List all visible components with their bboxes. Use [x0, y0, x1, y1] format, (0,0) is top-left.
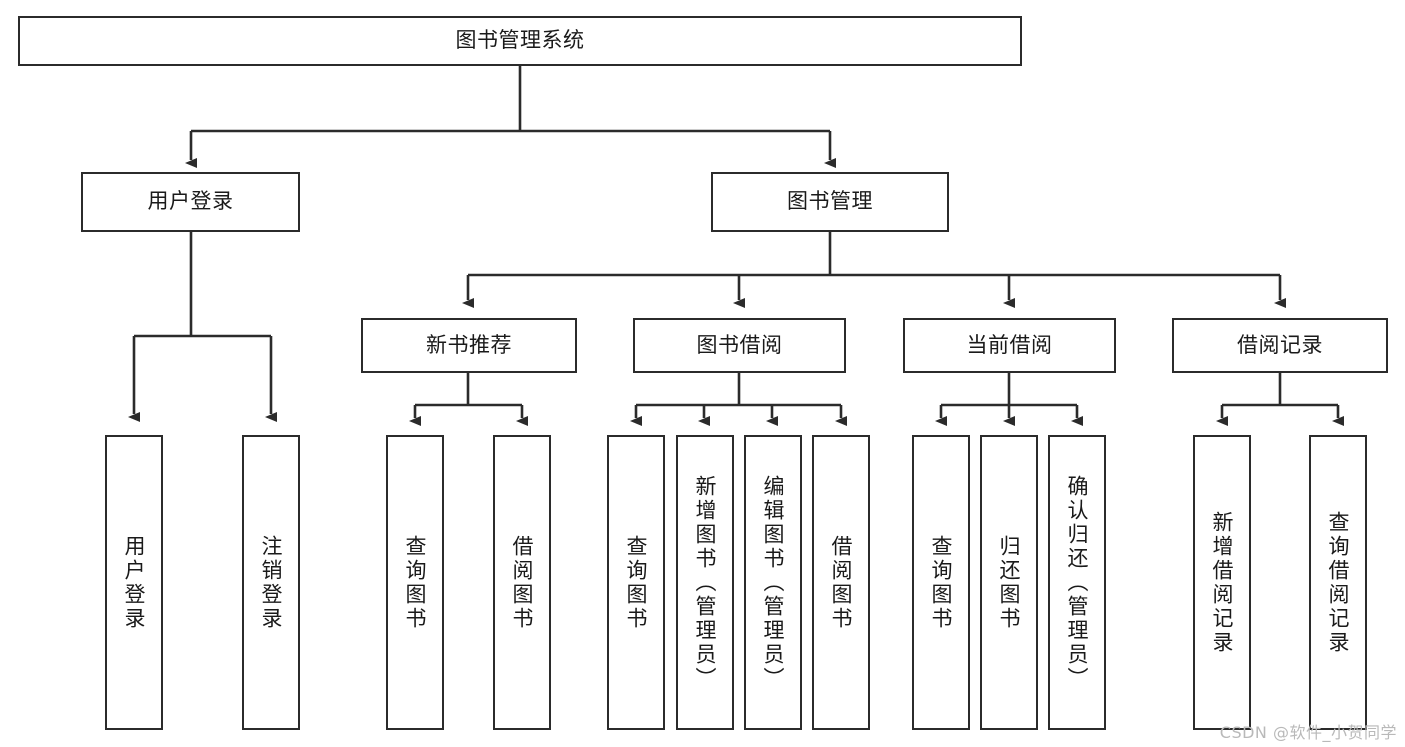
node-label: 查询图书 — [624, 534, 649, 631]
node-leaf-query-book-borrow[interactable]: 查询图书 — [607, 435, 665, 730]
node-label: 用户登录 — [147, 189, 234, 214]
node-leaf-query-book-recommend[interactable]: 查询图书 — [386, 435, 444, 730]
node-book-management[interactable]: 图书管理 — [711, 172, 949, 232]
node-leaf-query-borrow-record[interactable]: 查询借阅记录 — [1309, 435, 1367, 730]
node-root-book-management-system[interactable]: 图书管理系统 — [18, 16, 1022, 66]
node-borrow-record[interactable]: 借阅记录 — [1172, 318, 1388, 373]
node-leaf-confirm-return-admin[interactable]: 确认归还（管理员） — [1048, 435, 1106, 730]
node-label: 图书管理 — [787, 189, 873, 214]
node-label: 图书借阅 — [696, 332, 783, 357]
node-leaf-add-borrow-record[interactable]: 新增借阅记录 — [1193, 435, 1251, 730]
node-leaf-return-book[interactable]: 归还图书 — [980, 435, 1038, 730]
node-label: 新增图书（管理员） — [693, 474, 718, 691]
node-user-login[interactable]: 用户登录 — [81, 172, 300, 232]
node-leaf-borrow-book-recommend[interactable]: 借阅图书 — [493, 435, 551, 730]
node-leaf-add-book-admin[interactable]: 新增图书（管理员） — [676, 435, 734, 730]
node-label: 借阅图书 — [510, 534, 535, 631]
node-leaf-query-book-current[interactable]: 查询图书 — [912, 435, 970, 730]
node-label: 确认归还（管理员） — [1065, 474, 1090, 691]
node-label: 图书管理系统 — [455, 28, 585, 53]
node-label: 查询图书 — [403, 534, 428, 631]
node-label: 注销登录 — [259, 534, 284, 631]
node-label: 借阅图书 — [829, 534, 854, 631]
node-label: 借阅记录 — [1237, 332, 1323, 357]
node-leaf-edit-book-admin[interactable]: 编辑图书（管理员） — [744, 435, 802, 730]
node-label: 查询借阅记录 — [1326, 510, 1351, 655]
node-label: 新书推荐 — [426, 332, 512, 357]
node-new-book-recommend[interactable]: 新书推荐 — [361, 318, 577, 373]
node-label: 用户登录 — [122, 534, 147, 631]
node-label: 查询图书 — [929, 534, 954, 631]
node-current-borrow[interactable]: 当前借阅 — [903, 318, 1116, 373]
node-leaf-borrow-book[interactable]: 借阅图书 — [812, 435, 870, 730]
node-leaf-logout[interactable]: 注销登录 — [242, 435, 300, 730]
node-label: 新增借阅记录 — [1210, 510, 1235, 655]
node-label: 当前借阅 — [966, 332, 1053, 357]
node-leaf-user-login[interactable]: 用户登录 — [105, 435, 163, 730]
csdn-watermark: CSDN @软件_小贺同学 — [1219, 723, 1397, 742]
node-label: 编辑图书（管理员） — [761, 474, 786, 691]
node-book-borrow[interactable]: 图书借阅 — [633, 318, 846, 373]
node-label: 归还图书 — [997, 534, 1022, 631]
